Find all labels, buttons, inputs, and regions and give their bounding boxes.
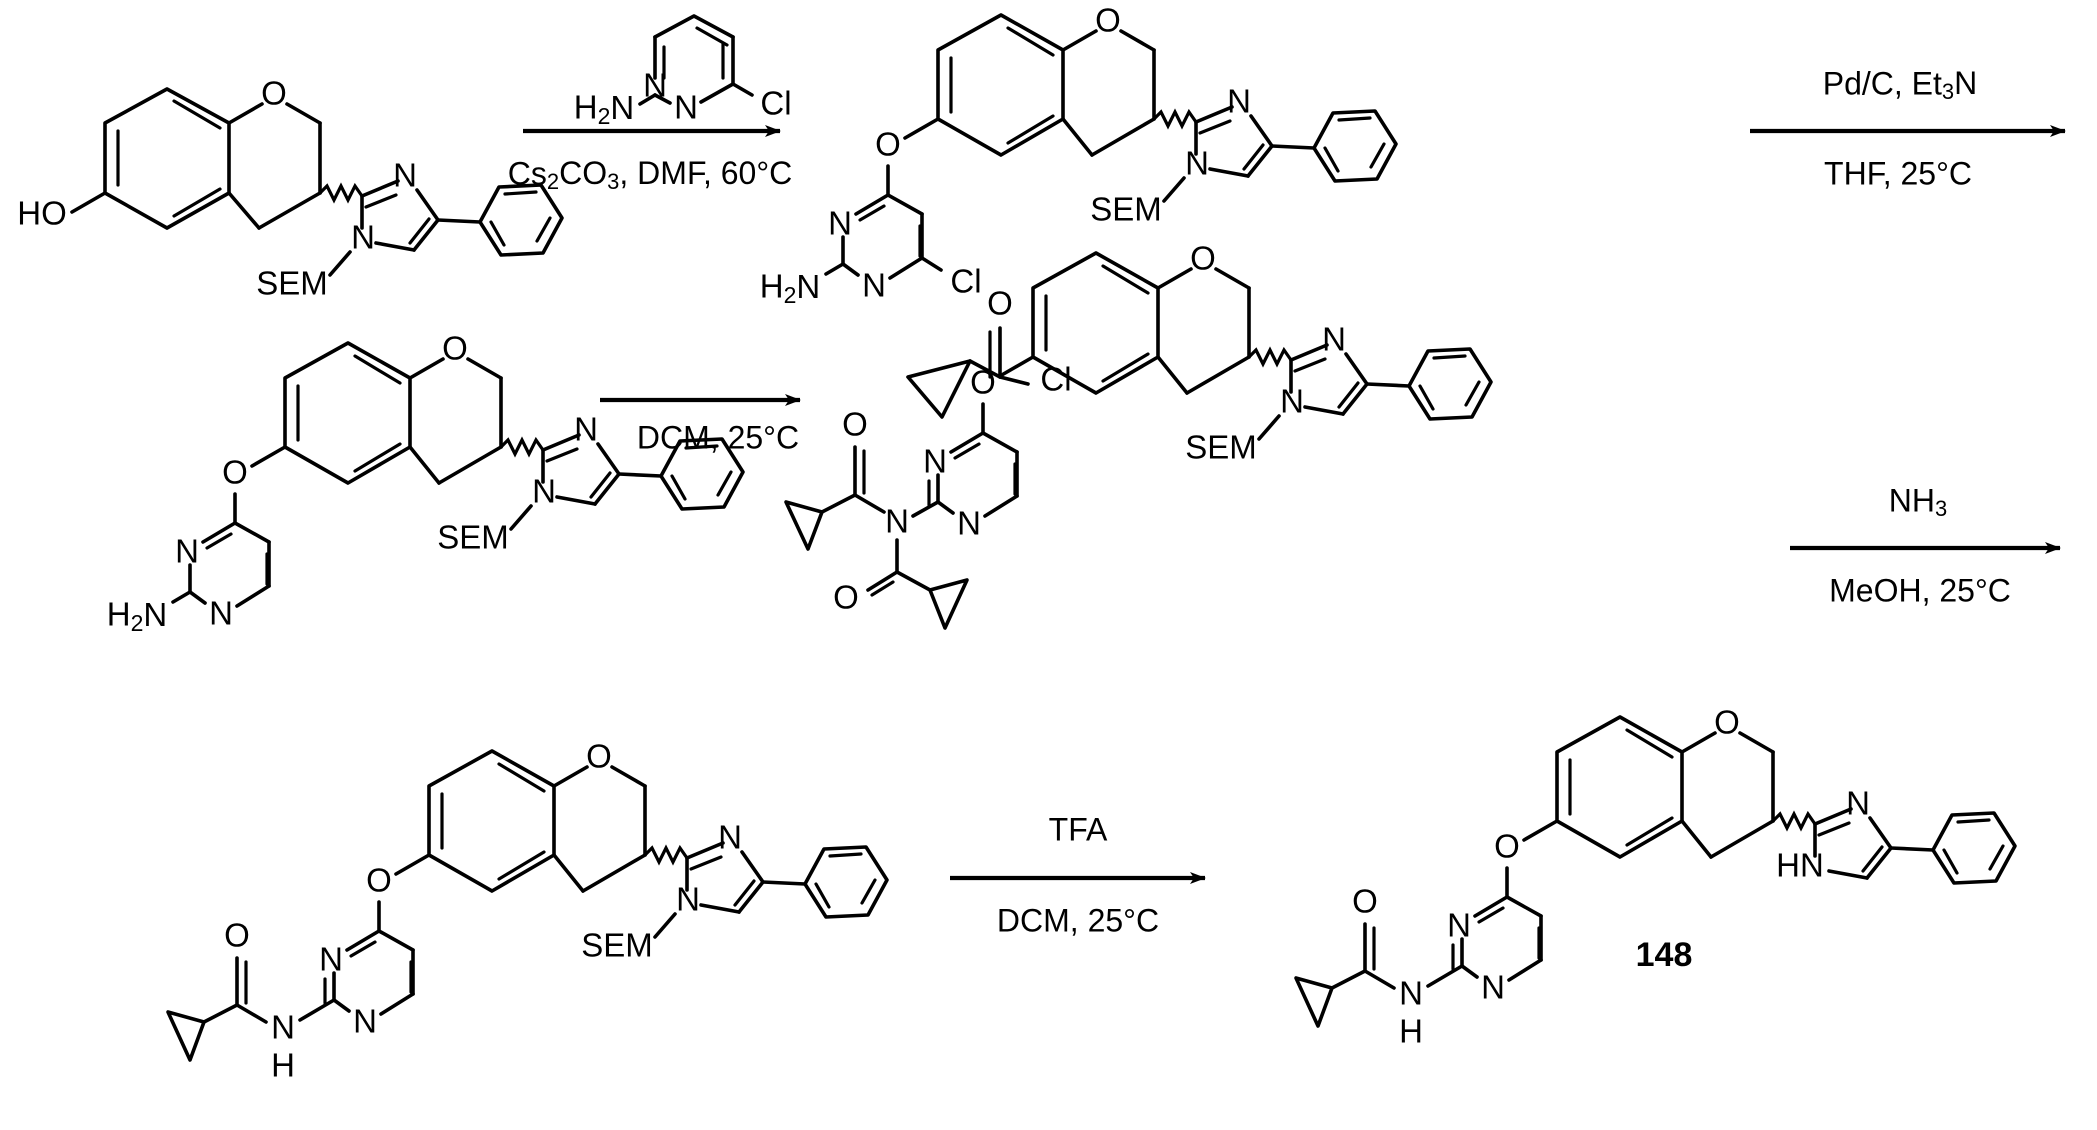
atom-NH2-reagent-1: H2N <box>574 89 634 129</box>
atom-O-ether-3: O <box>970 364 996 401</box>
label-SEM-4: SEM <box>1185 429 1257 466</box>
atom-N1-prod-1: N <box>828 205 852 242</box>
atom-O-pyran-4: O <box>1190 240 1216 277</box>
atom-N-imide-prod-2: N <box>885 503 909 540</box>
structure-sm-2: O N N SEM O N N H2N <box>107 330 743 636</box>
compound-number-label: 148 <box>1636 936 1693 974</box>
atom-Cl-reagent-1: Cl <box>760 85 791 122</box>
label-SEM-2: SEM <box>1090 191 1162 228</box>
atom-N1-sm-2: N <box>175 533 199 570</box>
label-SEM-3: SEM <box>437 519 509 556</box>
atom-N3-sm-3: N <box>353 1003 377 1040</box>
atom-N3-prod-1: N <box>862 267 886 304</box>
structure-sm-3: O N N SEM O N N <box>168 738 887 1084</box>
reaction-arrow-4: NH3 MeOH, 25°C <box>1790 482 2060 608</box>
atom-O-ether-2: O <box>222 454 248 491</box>
atom-N-imidazole-SEM-4: N <box>1280 383 1304 420</box>
atom-N-imidazole-4: N <box>1322 321 1346 358</box>
atom-Cl-reagent-2: Cl <box>1040 361 1071 398</box>
atom-N3-prod-3: N <box>1481 969 1505 1006</box>
label-SEM-5: SEM <box>581 927 653 964</box>
atom-NH-imidazole-6: HN <box>1776 847 1824 884</box>
atom-O-amide-prod-3: O <box>1352 883 1378 920</box>
atom-O-amide-sm-3: O <box>224 917 250 954</box>
atom-O-pyran-1: O <box>261 75 287 112</box>
atom-N1-sm-3: N <box>319 941 343 978</box>
atom-N-imidazole-6: N <box>1846 785 1870 822</box>
structure-reagent-1: N N H2N Cl <box>574 16 792 129</box>
reaction-arrow-5: TFA DCM, 25°C <box>950 811 1205 938</box>
atom-NH2-prod-1: H2N <box>760 268 820 308</box>
structure-sm-1: O N N SEM HO <box>17 75 562 302</box>
atom-N-amide-sm-3: N <box>271 1009 295 1046</box>
atom-HO-1: HO <box>17 195 67 232</box>
atom-Cl-prod-1: Cl <box>950 263 981 300</box>
atom-N-imidazole-SEM-1: N <box>351 219 375 256</box>
atom-O-ether-4: O <box>366 862 392 899</box>
reaction-arrow-3: DCM, 25°C <box>600 400 800 455</box>
atom-N-imidazole-5: N <box>718 819 742 856</box>
atom-N-amide-prod-3: N <box>1399 975 1423 1012</box>
conditions-above-arrow-2: Pd/C, Et3N <box>1823 65 1978 103</box>
conditions-above-arrow-4: NH3 <box>1889 482 1947 520</box>
atom-O-pyran-5: O <box>586 738 612 775</box>
atom-NH2-sm-2: H2N <box>107 596 167 636</box>
atom-N-imidazole-1: N <box>393 157 417 194</box>
atom-N-imidazole-SEM-3: N <box>532 473 556 510</box>
atom-H-amide-sm-3: H <box>271 1047 295 1084</box>
atom-O-pyran-3: O <box>442 330 468 367</box>
atom-N-imidazole-SEM-2: N <box>1185 145 1209 182</box>
atom-O-pyran-6: O <box>1714 704 1740 741</box>
atom-O-ether-1: O <box>875 126 901 163</box>
atom-N1-prod-3: N <box>1447 907 1471 944</box>
conditions-below-arrow-3: DCM, 25°C <box>637 419 799 455</box>
structure-prod-3: O N HN O N N N H <box>1296 704 2015 1050</box>
reaction-arrow-1: Cs2CO3, DMF, 60°C <box>508 131 792 194</box>
conditions-above-arrow-5: TFA <box>1049 811 1108 847</box>
atom-N3-prod-2: N <box>957 505 981 542</box>
conditions-below-arrow-4: MeOH, 25°C <box>1829 572 2011 608</box>
atom-O-acyl-upper-prod-2: O <box>842 406 868 443</box>
atom-N1-prod-2: N <box>923 443 947 480</box>
atom-N-imidazole-2: N <box>1227 83 1251 120</box>
conditions-below-arrow-1: Cs2CO3, DMF, 60°C <box>508 155 792 193</box>
conditions-below-arrow-2: THF, 25°C <box>1824 155 1972 191</box>
atom-N3-reagent-1: N <box>674 89 698 126</box>
label-SEM-1: SEM <box>256 265 328 302</box>
atom-N-imidazole-3: N <box>574 411 598 448</box>
atom-N-imidazole-SEM-5: N <box>676 881 700 918</box>
atom-N3-sm-2: N <box>209 595 233 632</box>
atom-O-acyl-lower-prod-2: O <box>833 579 859 616</box>
reaction-arrow-2: Pd/C, Et3N THF, 25°C <box>1750 65 2065 191</box>
structure-prod-2: O N N SEM O N N <box>786 240 1491 628</box>
atom-O-pyran-2: O <box>1095 2 1121 39</box>
conditions-below-arrow-5: DCM, 25°C <box>997 902 1159 938</box>
atom-O-carbonyl-reagent-2: O <box>987 285 1013 322</box>
atom-H-amide-prod-3: H <box>1399 1013 1423 1050</box>
atom-O-ether-5: O <box>1494 828 1520 865</box>
